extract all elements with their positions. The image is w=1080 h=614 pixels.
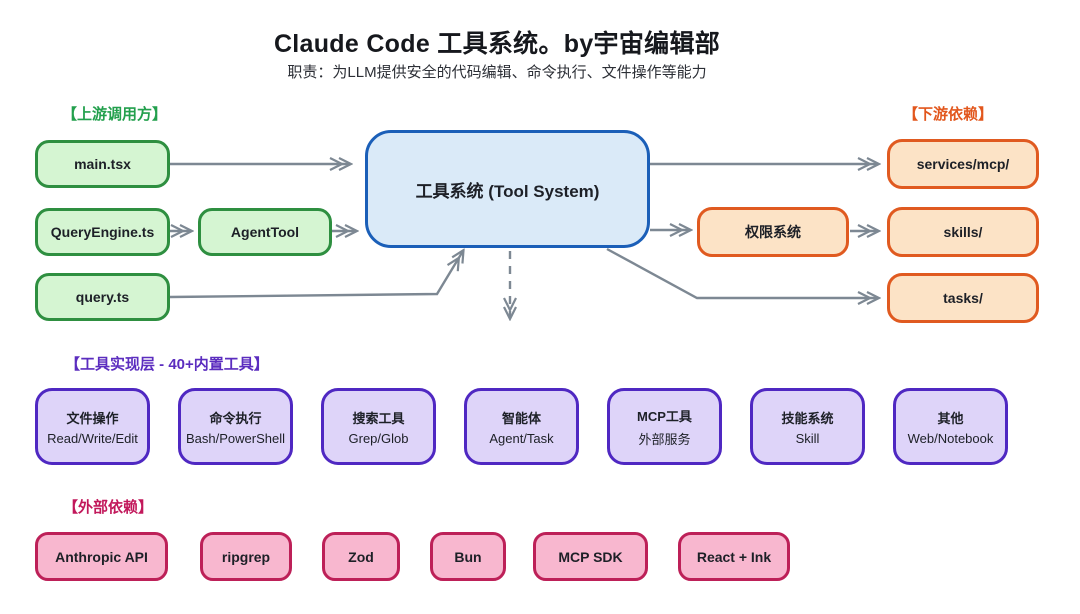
node-services-mcp: services/mcp/: [887, 139, 1039, 189]
node-query-ts-label: query.ts: [75, 289, 130, 305]
node-tool-system: 工具系统 (Tool System): [365, 130, 650, 248]
external-node-label: ripgrep: [221, 548, 271, 565]
node-main-tsx-label: main.tsx: [74, 156, 131, 172]
node-permission-system: 权限系统: [697, 207, 849, 257]
tool-node-subtitle: 外部服务: [638, 431, 691, 447]
node-query-engine: QueryEngine.ts: [35, 208, 170, 256]
node-permission-system-label: 权限系统: [745, 224, 801, 240]
node-tasks-label: tasks/: [943, 290, 983, 306]
tool-node-subtitle: Agent/Task: [489, 430, 554, 446]
external-node-label: Bun: [454, 548, 482, 565]
tool-node-title: 搜索工具: [352, 410, 405, 426]
tool-node-subtitle: Skill: [795, 430, 820, 446]
diagram-title: Claude Code 工具系统。by宇宙编辑部: [273, 30, 721, 58]
node-tool-system-label: 工具系统 (Tool System): [415, 181, 600, 201]
node-skills: skills/: [887, 207, 1039, 257]
tool-node-agent: 智能体 Agent/Task: [464, 388, 579, 465]
tool-node-command-exec: 命令执行 Bash/PowerShell: [178, 388, 293, 465]
section-label-external: 【外部依赖】: [63, 499, 154, 516]
external-node-zod: Zod: [322, 532, 400, 581]
tool-node-subtitle: Bash/PowerShell: [186, 430, 285, 446]
section-label-downstream: 【下游依赖】: [903, 106, 994, 123]
external-node-label: MCP SDK: [558, 548, 623, 565]
section-label-upstream: 【上游调用方】: [62, 106, 168, 123]
node-agent-tool-label: AgentTool: [230, 224, 300, 240]
tool-node-skill-system: 技能系统 Skill: [750, 388, 865, 465]
external-node-mcp-sdk: MCP SDK: [533, 532, 648, 581]
tool-node-file-operations: 文件操作 Read/Write/Edit: [35, 388, 150, 465]
arrow-system-to-tasks: [606, 247, 878, 298]
external-node-label: Anthropic API: [55, 548, 148, 565]
tool-node-title: MCP工具: [637, 408, 692, 424]
external-node-anthropic-api: Anthropic API: [35, 532, 168, 581]
tool-node-title: 文件操作: [66, 410, 119, 426]
tool-node-title: 技能系统: [781, 410, 834, 426]
node-query-engine-label: QueryEngine.ts: [50, 224, 155, 240]
tool-node-other: 其他 Web/Notebook: [893, 388, 1008, 465]
external-node-ripgrep: ripgrep: [200, 532, 292, 581]
tool-node-subtitle: Grep/Glob: [348, 430, 409, 446]
node-services-mcp-label: services/mcp/: [916, 156, 1010, 172]
tool-node-title: 其他: [937, 410, 964, 426]
node-query-ts: query.ts: [35, 273, 170, 321]
node-main-tsx: main.tsx: [35, 140, 170, 188]
section-label-tool-layer: 【工具实现层 - 40+内置工具】: [65, 356, 269, 373]
external-node-react-ink: React + Ink: [678, 532, 790, 581]
tool-node-subtitle: Web/Notebook: [907, 430, 994, 446]
tool-node-subtitle: Read/Write/Edit: [47, 430, 138, 446]
tool-node-title: 命令执行: [209, 410, 262, 426]
arrow-queryts-to-system: [169, 251, 463, 299]
external-node-label: Zod: [348, 548, 374, 565]
tool-node-search: 搜索工具 Grep/Glob: [321, 388, 436, 465]
node-tasks: tasks/: [887, 273, 1039, 323]
external-node-label: React + Ink: [696, 548, 772, 565]
tool-node-title: 智能体: [501, 410, 541, 426]
external-node-bun: Bun: [430, 532, 506, 581]
tool-node-mcp-tools: MCP工具 外部服务: [607, 388, 722, 465]
diagram-subtitle: 职责：为LLM提供安全的代码编辑、命令执行、文件操作等能力: [287, 64, 707, 81]
node-agent-tool: AgentTool: [198, 208, 332, 256]
node-skills-label: skills/: [943, 224, 983, 240]
